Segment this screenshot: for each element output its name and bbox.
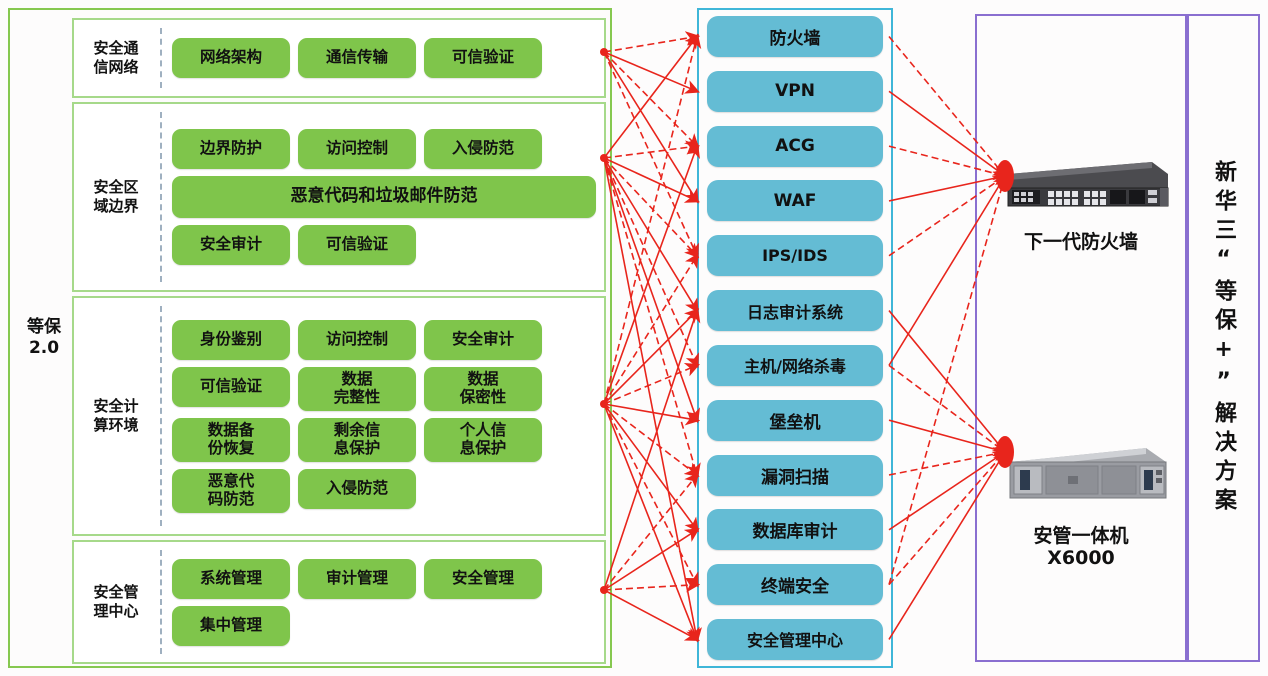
category-divider [160, 550, 162, 654]
connector-line [603, 157, 702, 643]
requirement-chip[interactable]: 可信验证 [424, 38, 542, 78]
category-name: 安全区域边界 [93, 177, 139, 216]
connector-line [603, 472, 700, 591]
requirement-chip[interactable]: 安全管理 [424, 558, 542, 599]
requirement-chip[interactable]: 审计管理 [298, 558, 416, 599]
requirement-chip[interactable]: 数据完整性 [298, 366, 416, 411]
product-chip-6[interactable]: 日志审计系统 [707, 290, 883, 332]
requirement-chip-list: 网络架构通信传输可信验证 [170, 20, 598, 96]
connector-line [603, 307, 701, 591]
connector-line [603, 308, 700, 405]
connector-line [603, 33, 699, 159]
connector-line [603, 143, 700, 405]
product-chip-11[interactable]: 终端安全 [707, 564, 883, 606]
connector-line [603, 51, 699, 204]
requirement-chip[interactable]: 安全审计 [172, 225, 290, 265]
requirement-chip[interactable]: 入侵防范 [298, 468, 416, 509]
requirement-chip[interactable]: 剩余信息保护 [298, 417, 416, 462]
connector-line [603, 140, 701, 159]
requirement-chip[interactable]: 入侵防范 [424, 129, 542, 169]
rack-server-icon [1009, 448, 1167, 499]
category-name: 安全计算环境 [93, 396, 139, 435]
requirement-chip[interactable]: 恶意代码防范 [172, 468, 290, 513]
connector-line [603, 403, 700, 643]
connector-line [603, 157, 699, 369]
requirement-chip[interactable]: 可信验证 [298, 225, 416, 265]
product-chip-5[interactable]: IPS/IDS [707, 235, 883, 277]
connector-line [603, 157, 699, 314]
connector-line [603, 157, 700, 203]
requirement-chip[interactable]: 安全审计 [424, 319, 542, 360]
connector-line [603, 528, 700, 591]
connector-line [603, 403, 701, 426]
requirement-chip[interactable]: 集中管理 [172, 605, 290, 646]
product-chip-12[interactable]: 安全管理中心 [707, 618, 883, 660]
device-firewall: 下一代防火墙 [977, 144, 1185, 254]
connector-line [603, 589, 700, 641]
connector-line [603, 157, 701, 479]
product-chip-3[interactable]: ACG [707, 125, 883, 167]
connector-line [603, 403, 700, 477]
requirement-chip[interactable]: 系统管理 [172, 558, 290, 599]
requirement-chip[interactable]: 个人信息保护 [424, 417, 542, 462]
security-products-panel: 防火墙 VPN ACG WAF IPS/IDS 日志审计系统主机/网络杀毒堡垒机漏洞扫描数… [697, 8, 893, 668]
requirement-chip[interactable]: 访问控制 [298, 129, 416, 169]
requirement-chip[interactable]: 数据保密性 [424, 366, 542, 411]
slogan-text: 新华三“等保+”解决方案 [1211, 159, 1237, 517]
slogan-panel: 新华三“等保+”解决方案 [1187, 14, 1260, 662]
product-chip-1[interactable]: 防火墙 [707, 16, 883, 57]
category-3: 安全计算环境身份鉴别访问控制安全审计可信验证数据完整性数据保密性数据备份恢复剩余… [72, 296, 606, 536]
category-name: 安全管理中心 [93, 582, 139, 621]
product-chip-4[interactable]: WAF [707, 180, 883, 222]
connector-line [603, 363, 700, 405]
connector-line [603, 578, 701, 593]
category-2: 安全区域边界边界防护访问控制入侵防范恶意代码和垃圾邮件防范安全审计可信验证 [72, 102, 606, 292]
connector-line [603, 31, 701, 53]
firewall-appliance-icon [1007, 162, 1169, 207]
product-chip-10[interactable]: 数据库审计 [707, 509, 883, 551]
requirement-chip[interactable]: 恶意代码和垃圾邮件防范 [172, 176, 596, 218]
connector-line [603, 403, 699, 533]
requirement-chip[interactable]: 边界防护 [172, 129, 290, 169]
category-name: 安全通信网络 [93, 38, 139, 77]
category-4: 安全管理中心系统管理审计管理安全管理集中管理 [72, 540, 606, 664]
device-firewall-caption: 下一代防火墙 [1023, 231, 1138, 253]
requirement-chip[interactable]: 身份鉴别 [172, 319, 290, 360]
requirement-chip[interactable]: 可信验证 [172, 366, 290, 407]
connector-line [603, 403, 699, 588]
requirement-chip-list: 身份鉴别访问控制安全审计可信验证数据完整性数据保密性数据备份恢复剩余信息保护个人… [170, 298, 598, 534]
connector-line [603, 51, 700, 149]
requirement-chip[interactable]: 访问控制 [298, 319, 416, 360]
requirement-chip-list: 系统管理审计管理安全管理集中管理 [170, 542, 598, 662]
product-chip-8[interactable]: 堡垒机 [707, 399, 883, 441]
category-1: 安全通信网络网络架构通信传输可信验证 [72, 18, 606, 98]
category-divider [160, 112, 162, 282]
product-chip-7[interactable]: 主机/网络杀毒 [707, 344, 883, 386]
requirement-chip-list: 边界防护访问控制入侵防范恶意代码和垃圾邮件防范安全审计可信验证 [170, 104, 598, 290]
connector-line [603, 253, 699, 405]
requirement-chip[interactable]: 数据备份恢复 [172, 417, 290, 462]
product-chip-2[interactable]: VPN [707, 70, 883, 112]
connector-line [603, 157, 701, 424]
category-divider [160, 306, 162, 526]
connector-line [603, 157, 700, 259]
category-divider [160, 28, 162, 88]
connector-line [603, 51, 699, 259]
requirement-chip[interactable]: 网络架构 [172, 38, 290, 78]
category-list: 安全通信网络网络架构通信传输可信验证安全区域边界边界防护访问控制入侵防范恶意代码… [72, 14, 606, 666]
connector-line [603, 33, 702, 405]
requirement-chip[interactable]: 通信传输 [298, 38, 416, 78]
connector-line [603, 51, 700, 94]
product-chip-9[interactable]: 漏洞扫描 [707, 454, 883, 496]
